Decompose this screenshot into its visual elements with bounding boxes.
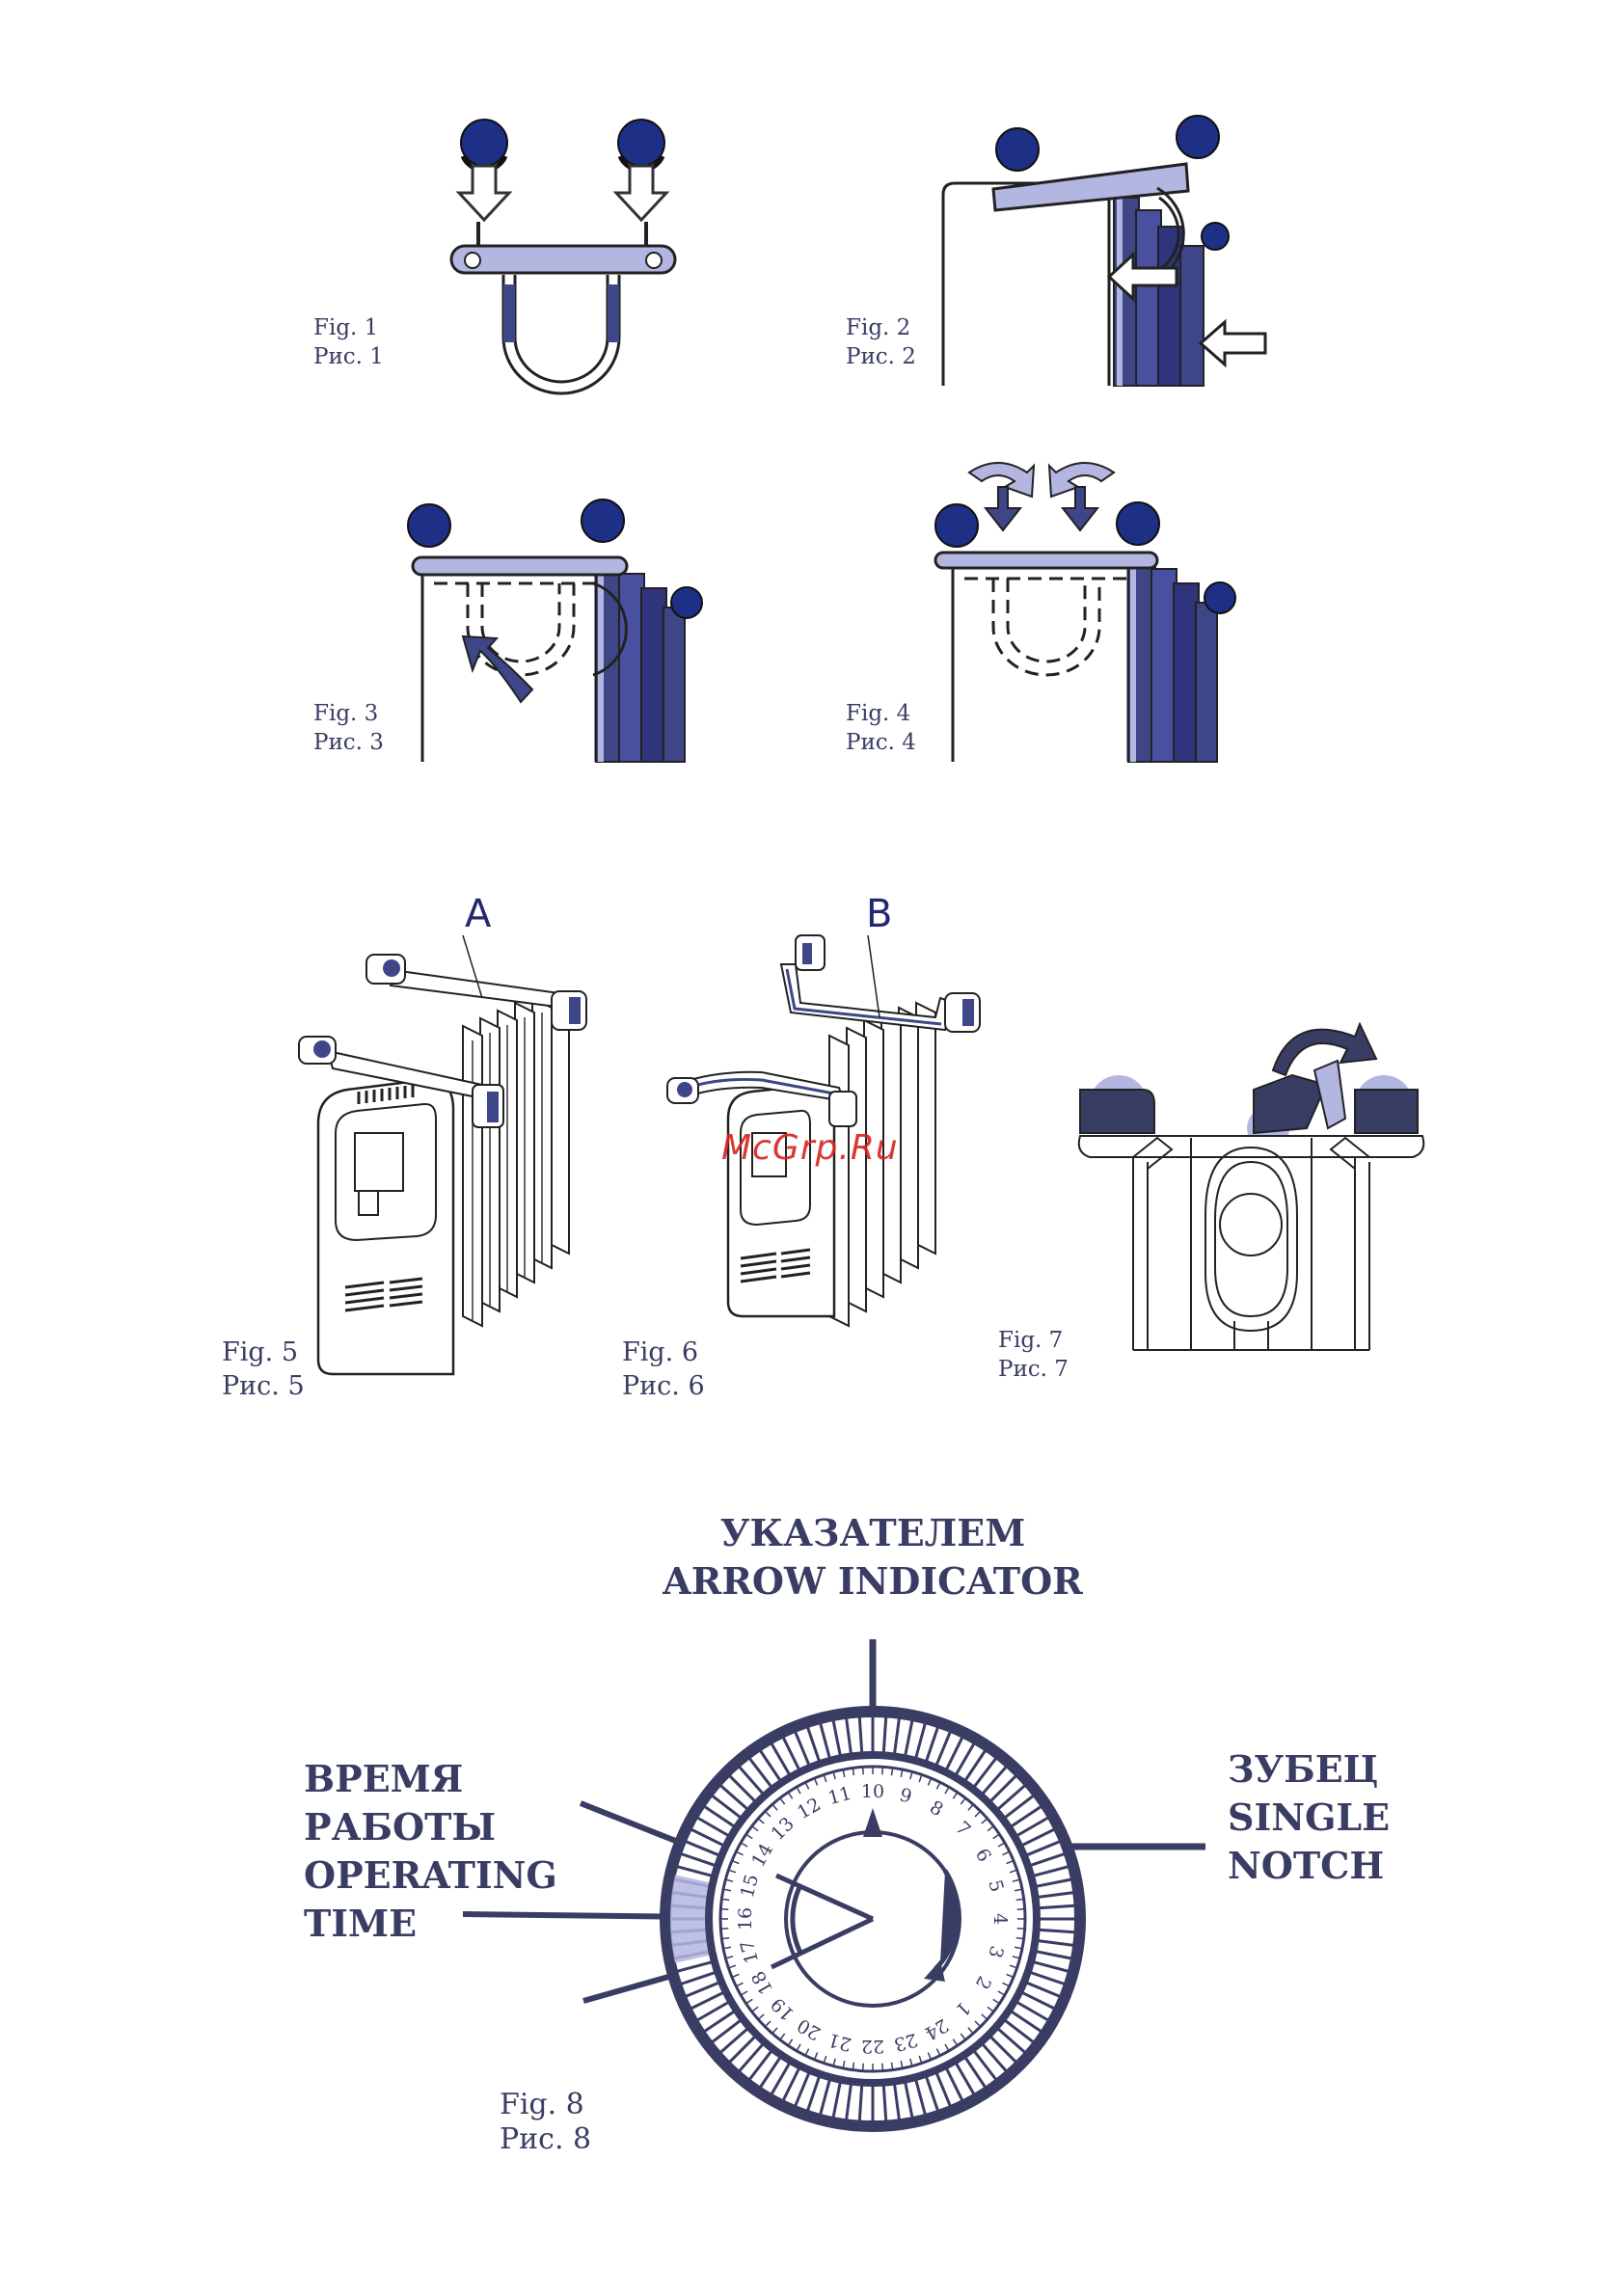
bracket-plate xyxy=(451,246,675,273)
fig4-drawing xyxy=(926,448,1254,762)
fig1-caption-en: Fig. 1 xyxy=(313,313,384,342)
fig8-caption: Fig. 8 Рис. 8 xyxy=(500,2088,591,2157)
dial-number: 22 xyxy=(861,2036,884,2057)
radiator-fins xyxy=(463,993,569,1326)
fig2-caption: Fig. 2 Рис. 2 xyxy=(846,313,916,371)
dial-tick xyxy=(863,2064,864,2071)
fig6-caption-en: Fig. 6 xyxy=(622,1336,705,1369)
clip-body xyxy=(1079,1136,1424,1350)
wheel-left xyxy=(1080,1090,1154,1133)
fig5-caption: Fig. 5 Рис. 5 xyxy=(222,1336,305,1403)
rotate-arrow-icon xyxy=(969,463,1114,530)
dial-number: 4 xyxy=(989,1913,1011,1925)
fig2-caption-ru: Рис. 2 xyxy=(846,342,916,371)
dial-tick xyxy=(1016,1899,1024,1900)
fig7-caption: Fig. 7 Рис. 7 xyxy=(998,1326,1069,1384)
fig8-caption-ru: Рис. 8 xyxy=(500,2122,591,2157)
fig7-caption-ru: Рис. 7 xyxy=(998,1355,1069,1384)
dial-tick xyxy=(1017,1929,1025,1930)
dial-tick xyxy=(1017,1909,1025,1910)
single-notch-label: ЗУБЕЦ SINGLE NOTCH xyxy=(1228,1745,1390,1890)
dial-number: 16 xyxy=(735,1907,756,1930)
dial-tick xyxy=(721,1899,729,1900)
operating-time-ru-1: ВРЕМЯ xyxy=(304,1755,557,1803)
operating-time-en-2: TIME xyxy=(304,1900,557,1948)
watermark: McGrp.Ru xyxy=(721,1128,899,1168)
arrow-indicator-ru: УКАЗАТЕЛЕМ xyxy=(656,1509,1090,1557)
fig5-caption-ru: Рис. 5 xyxy=(222,1369,305,1403)
fig2-drawing xyxy=(935,106,1273,386)
arrow-down-icon xyxy=(459,166,666,220)
knob-right xyxy=(618,120,664,170)
fig5-caption-en: Fig. 5 xyxy=(222,1336,305,1369)
fig3-drawing xyxy=(405,492,723,762)
dial-tick xyxy=(720,1909,728,1910)
operating-time-ru-2: РАБОТЫ xyxy=(304,1803,557,1851)
timer-dial: 123456789101112131415161718192021222324 xyxy=(559,1630,1119,2131)
single-notch-ru: ЗУБЕЦ xyxy=(1228,1745,1390,1794)
fig1-caption-ru: Рис. 1 xyxy=(313,342,384,371)
dial-tick xyxy=(720,1929,728,1930)
dial-tick xyxy=(892,2063,893,2070)
wheel-bracket-a xyxy=(366,935,586,1030)
fig4-caption-en: Fig. 4 xyxy=(846,699,916,728)
fig5-drawing xyxy=(289,926,617,1379)
wheel-bracket-b xyxy=(781,935,980,1032)
dial-tick xyxy=(721,1938,729,1939)
label-b: B xyxy=(866,892,892,936)
operating-time-en-1: OPERATING xyxy=(304,1851,557,1900)
dial-tick xyxy=(1016,1938,1024,1939)
fig8-caption-en: Fig. 8 xyxy=(500,2088,591,2122)
arrow-indicator-en: ARROW INDICATOR xyxy=(656,1557,1090,1606)
fig7-caption-en: Fig. 7 xyxy=(998,1326,1069,1355)
operating-time-label: ВРЕМЯ РАБОТЫ OPERATING TIME xyxy=(304,1755,557,1948)
fig4-caption: Fig. 4 Рис. 4 xyxy=(846,699,916,757)
dial-number: 10 xyxy=(861,1781,884,1802)
fig1-caption: Fig. 1 Рис. 1 xyxy=(313,313,384,371)
dial-tick xyxy=(892,1768,893,1775)
fig3-caption: Fig. 3 Рис. 3 xyxy=(313,699,384,757)
dial-tick xyxy=(882,1767,883,1774)
fig1-drawing xyxy=(424,96,694,395)
heater-body xyxy=(728,1085,834,1316)
heater-body xyxy=(318,1080,453,1374)
fig7-drawing xyxy=(1075,1003,1432,1360)
fig6-caption: Fig. 6 Рис. 6 xyxy=(622,1336,705,1403)
single-notch-en-1: SINGLE xyxy=(1228,1794,1390,1842)
fig2-caption-en: Fig. 2 xyxy=(846,313,916,342)
dial-tick xyxy=(882,2064,883,2071)
fig4-caption-ru: Рис. 4 xyxy=(846,728,916,757)
single-notch-en-2: NOTCH xyxy=(1228,1842,1390,1890)
fig3-caption-en: Fig. 3 xyxy=(313,699,384,728)
arrow-indicator-label: УКАЗАТЕЛЕМ ARROW INDICATOR xyxy=(656,1509,1090,1606)
fig6-caption-ru: Рис. 6 xyxy=(622,1369,705,1403)
label-a: A xyxy=(465,892,491,936)
u-bolt xyxy=(503,275,619,393)
dial-tick xyxy=(863,1767,864,1774)
radiator-fins xyxy=(1128,559,1217,762)
fig3-caption-ru: Рис. 3 xyxy=(313,728,384,757)
operating-time-segment xyxy=(670,1875,711,1963)
knob-left xyxy=(461,120,507,170)
